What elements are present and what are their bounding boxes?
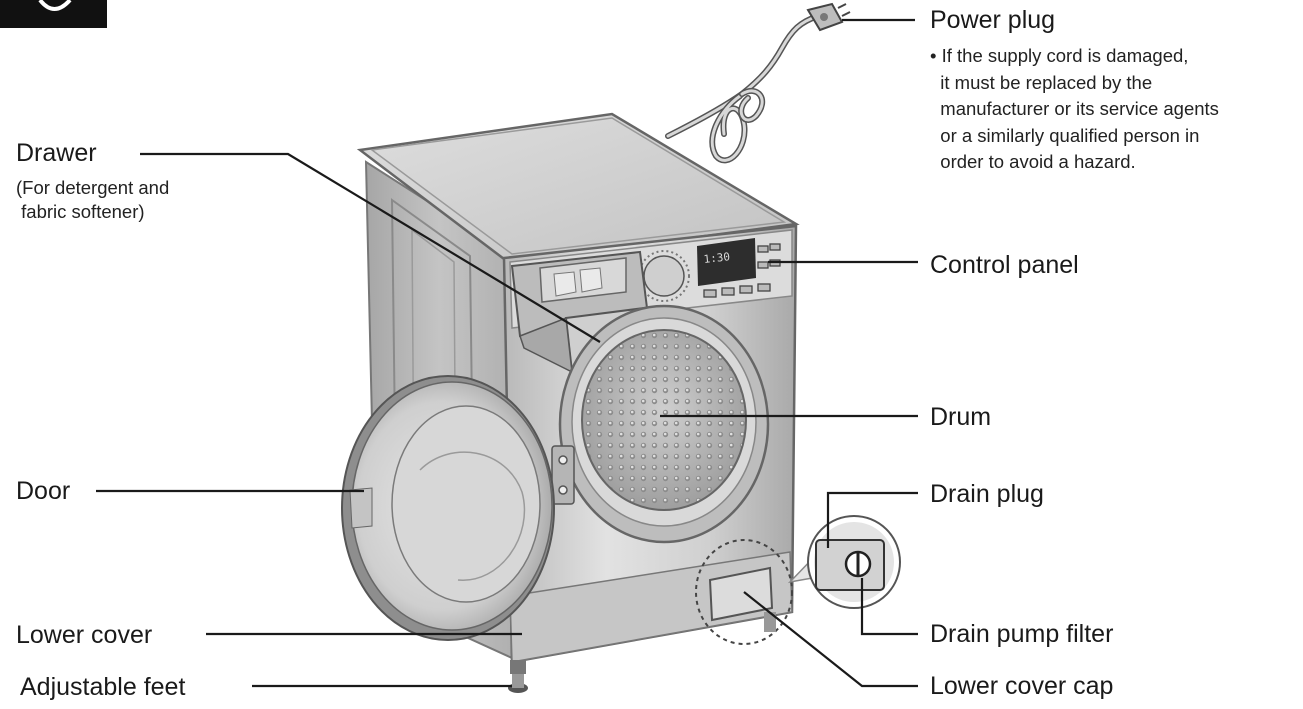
label-door: Door bbox=[16, 476, 70, 506]
drum-area bbox=[560, 306, 768, 542]
label-drain-plug: Drain plug bbox=[930, 479, 1044, 509]
label-lower-cover-cap: Lower cover cap bbox=[930, 671, 1113, 701]
power-plug-note: • If the supply cord is damaged, it must… bbox=[930, 43, 1219, 176]
door-hinge bbox=[552, 446, 574, 504]
adjustable-foot-icon bbox=[508, 660, 528, 693]
power-plug-icon bbox=[808, 4, 850, 30]
label-drain-pump-filter: Drain pump filter bbox=[930, 619, 1113, 649]
label-drum: Drum bbox=[930, 402, 991, 432]
drawer-note: (For detergent and fabric softener) bbox=[16, 176, 169, 224]
drain-detail-magnifier bbox=[808, 516, 900, 608]
label-adjustable-feet: Adjustable feet bbox=[20, 672, 185, 702]
label-drawer: Drawer bbox=[16, 138, 97, 168]
washing-machine: 1:30 bbox=[342, 114, 846, 693]
label-power-plug: Power plug bbox=[930, 5, 1055, 35]
power-cord bbox=[668, 16, 818, 160]
label-control-panel: Control panel bbox=[930, 250, 1079, 280]
section-icon bbox=[0, 0, 107, 28]
door bbox=[342, 376, 554, 640]
svg-text:1:30: 1:30 bbox=[703, 250, 731, 266]
label-lower-cover: Lower cover bbox=[16, 620, 152, 650]
